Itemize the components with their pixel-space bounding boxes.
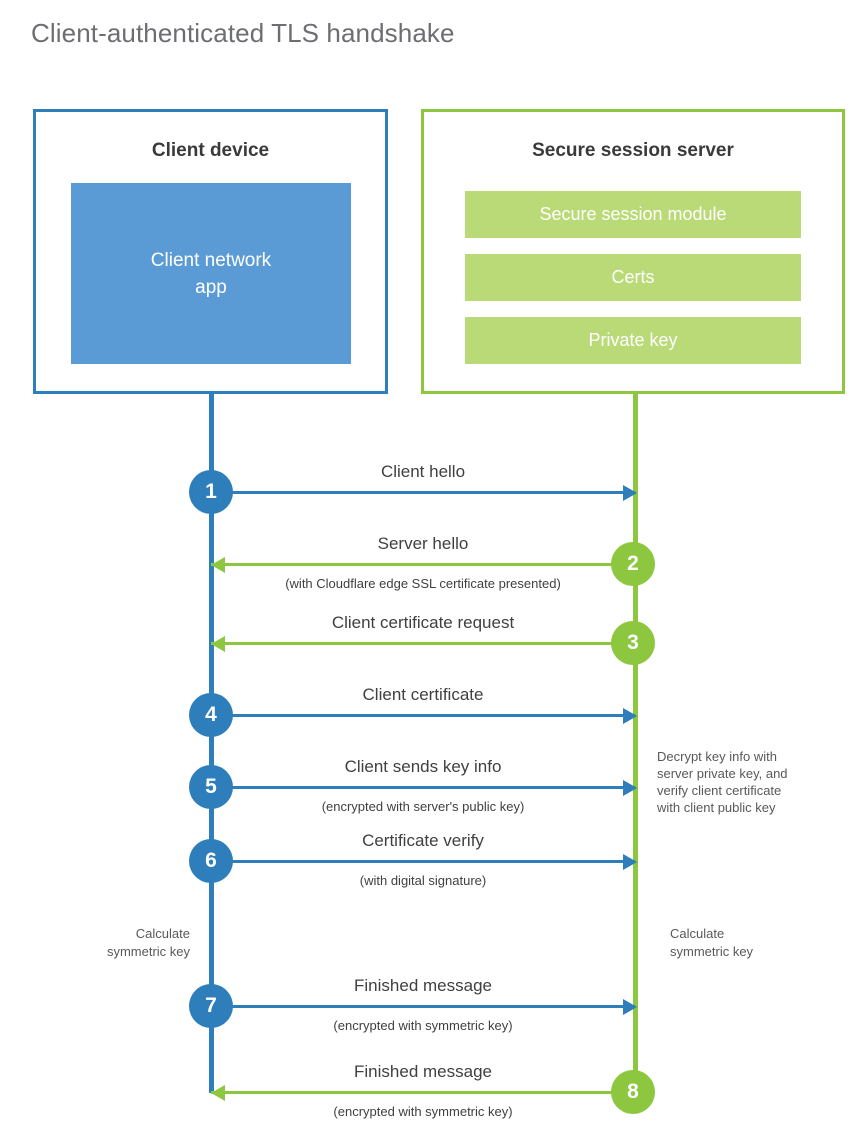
- message-arrowhead-2: [211, 557, 225, 573]
- message-arrow-line-7: [211, 1005, 635, 1008]
- secure-session-server-title: Secure session server: [532, 140, 734, 161]
- message-arrowhead-5: [623, 780, 637, 796]
- message-label-6: Certificate verify: [362, 831, 484, 850]
- server-component-secure-session-module: Secure session module: [465, 191, 801, 238]
- message-arrow-line-1: [211, 491, 635, 494]
- client-app-line-1: Client network: [150, 249, 272, 271]
- note-decrypt-line-3: verify client certificate: [657, 783, 782, 798]
- message-label-2: Server hello: [377, 534, 469, 553]
- note-calc-server-line-2: symmetric key: [670, 944, 754, 959]
- message-sublabel-6: (with digital signature): [359, 873, 487, 888]
- message-sublabel-2: (with Cloudflare edge SSL certificate pr…: [285, 576, 561, 591]
- message-arrowhead-6: [623, 854, 637, 870]
- message-arrow-line-6: [211, 860, 635, 863]
- message-label-4: Client certificate: [362, 685, 484, 704]
- message-sublabel-7: (encrypted with symmetric key): [333, 1018, 513, 1033]
- message-label-5: Client sends key info: [344, 757, 502, 776]
- message-arrow-line-5: [211, 786, 635, 789]
- client-device-title: Client device: [151, 140, 270, 161]
- step-badge-7: 7: [189, 984, 233, 1028]
- message-arrowhead-8: [211, 1085, 225, 1101]
- client-network-app-label: Client network app: [151, 247, 271, 301]
- message-label-3: Client certificate request: [331, 613, 515, 632]
- message-arrow-line-3: [211, 642, 635, 645]
- message-arrow-line-2: [211, 563, 635, 566]
- server-component-certs: Certs: [465, 254, 801, 301]
- message-label-1: Client hello: [380, 462, 466, 481]
- client-device-box: Client device Client network app: [33, 109, 388, 394]
- page-title: Client-authenticated TLS handshake: [31, 18, 455, 48]
- note-calculate-symmetric-key-server: Calculate symmetric key: [670, 925, 845, 961]
- client-network-app-block: Client network app: [71, 183, 351, 364]
- message-arrow-line-8: [211, 1091, 635, 1094]
- note-calc-server-line-1: Calculate: [670, 926, 725, 941]
- note-calculate-symmetric-key-client: Calculate symmetric key: [20, 925, 190, 961]
- message-arrowhead-1: [623, 485, 637, 501]
- step-badge-6: 6: [189, 839, 233, 883]
- message-arrowhead-3: [211, 636, 225, 652]
- message-label-8: Finished message: [354, 1062, 492, 1081]
- message-sublabel-8: (encrypted with symmetric key): [333, 1104, 513, 1119]
- client-lifeline: [209, 391, 214, 1093]
- message-arrowhead-7: [623, 999, 637, 1015]
- server-component-private-key: Private key: [465, 317, 801, 364]
- step-badge-5: 5: [189, 765, 233, 809]
- note-decrypt-line-4: with client public key: [657, 800, 776, 815]
- message-arrow-line-4: [211, 714, 635, 717]
- message-sublabel-5: (encrypted with server's public key): [321, 799, 525, 814]
- message-label-7: Finished message: [354, 976, 492, 995]
- client-app-line-2: app: [195, 276, 227, 298]
- note-calc-client-line-2: symmetric key: [106, 944, 190, 959]
- secure-session-server-box: Secure session server Secure session mod…: [421, 109, 845, 394]
- note-decrypt-key-info: Decrypt key info with server private key…: [657, 748, 847, 816]
- note-decrypt-line-2: server private key, and: [657, 766, 788, 781]
- step-badge-4: 4: [189, 693, 233, 737]
- step-badge-3: 3: [611, 621, 655, 665]
- server-lifeline: [633, 391, 638, 1093]
- message-arrowhead-4: [623, 708, 637, 724]
- note-decrypt-line-1: Decrypt key info with: [657, 749, 777, 764]
- step-badge-8: 8: [611, 1070, 655, 1114]
- note-calc-client-line-1: Calculate: [135, 926, 190, 941]
- step-badge-1: 1: [189, 470, 233, 514]
- step-badge-2: 2: [611, 542, 655, 586]
